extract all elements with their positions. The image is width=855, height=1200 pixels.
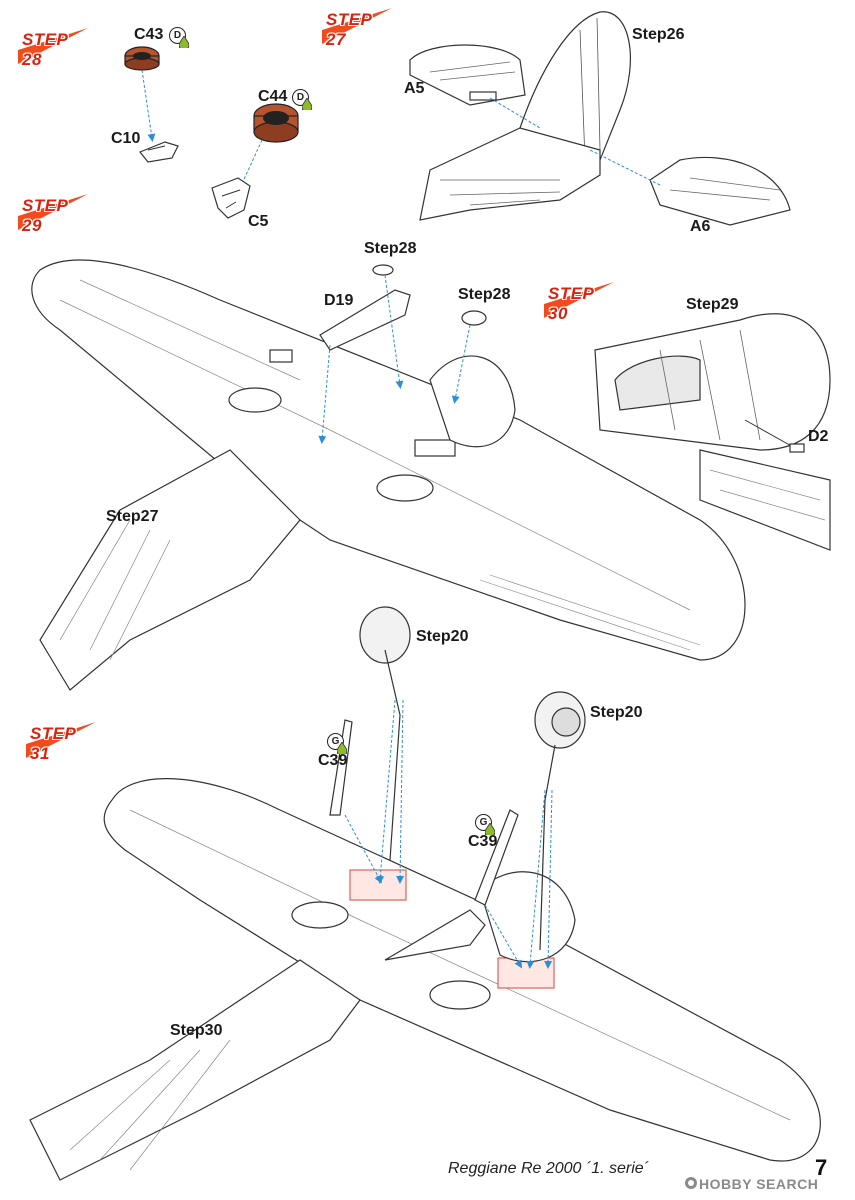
ref-step29: Step29: [686, 296, 739, 313]
part-label-c39-right: C39: [468, 833, 498, 850]
part-label-d19: D19: [324, 292, 354, 309]
step27-tail-drawing: [409, 11, 791, 226]
part-label-a6: A6: [690, 218, 711, 235]
part-label-c5: C5: [248, 213, 269, 230]
ref-step30: Step30: [170, 1022, 223, 1039]
ref-step26: Step26: [632, 26, 685, 43]
step29-wing-drawing: [31, 259, 746, 691]
part-label-a5: A5: [404, 80, 425, 97]
step31-wing-drawing: [29, 606, 821, 1181]
part-label-c39-left: C39: [318, 752, 348, 769]
ref-step20-a: Step20: [416, 628, 469, 645]
ref-step28-b: Step28: [458, 286, 511, 303]
part-label-c10: C10: [111, 130, 141, 147]
footer-title: Reggiane Re 2000 ´1. serie´: [448, 1160, 650, 1177]
step28-parts: [124, 46, 299, 219]
page-number: 7: [815, 1155, 828, 1180]
step-28-badge: STEP 28: [18, 28, 92, 69]
step-29-badge: STEP 29: [18, 194, 92, 235]
ref-step27: Step27: [106, 508, 159, 525]
paint-drop-icon: [485, 823, 495, 835]
paint-drop-icon: [337, 742, 347, 754]
paint-drop-icon: [302, 98, 312, 110]
step-31-badge: STEP 31: [26, 722, 100, 763]
part-label-d2: D2: [808, 428, 829, 445]
ref-step28-a: Step28: [364, 240, 417, 257]
ref-step20-b: Step20: [590, 704, 643, 721]
watermark: HOBBY SEARCH: [699, 1176, 819, 1192]
watermark-logo-icon: [685, 1177, 697, 1189]
step-30-badge: STEP 30: [544, 282, 618, 323]
part-label-c43: C43: [134, 26, 164, 43]
part-label-c44: C44: [258, 88, 288, 105]
paint-drop-icon: [179, 36, 189, 48]
step30-fuselage-drawing: [594, 313, 831, 551]
step-27-badge: STEP 27: [322, 8, 396, 49]
